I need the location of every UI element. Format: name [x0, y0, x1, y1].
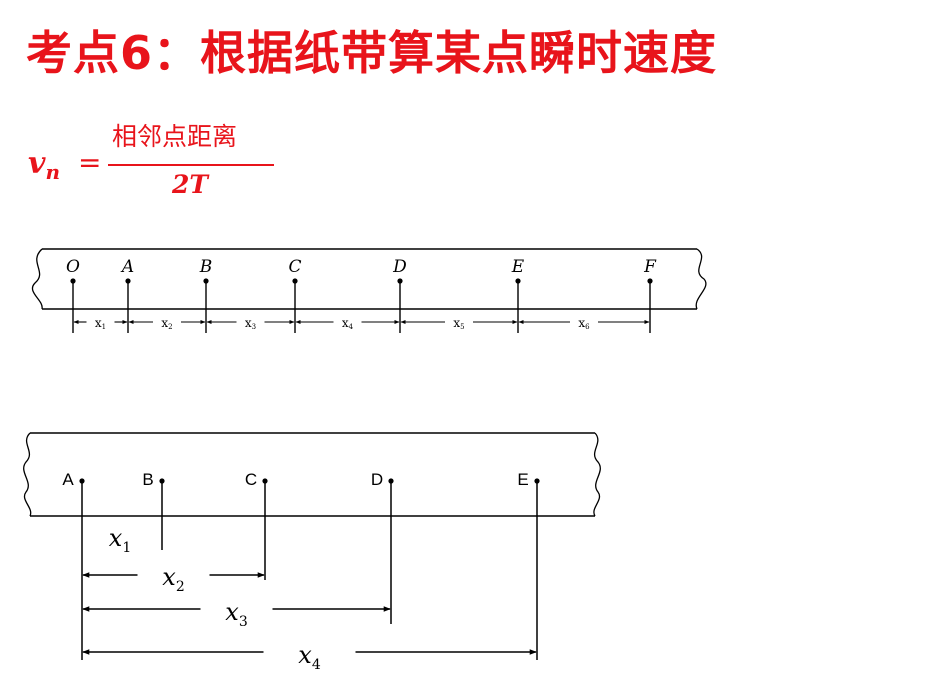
tape-one-seg-label-6: x6	[578, 316, 590, 331]
tape-two-distances: x1 x2 x3 x4	[81, 481, 538, 673]
tape-two-label-a: A	[62, 470, 74, 489]
tape-one-right-tear	[695, 248, 707, 310]
tape-one-seg-label-2: x2	[161, 316, 172, 331]
tape-one-label-d: D	[392, 257, 407, 277]
tape-two-dist-label-3: x3	[225, 598, 247, 630]
formula-numerator: 相邻点距离	[112, 122, 238, 151]
tape-one-label-b: B	[199, 257, 213, 277]
tape-two-dist-label-4: x4	[298, 641, 321, 673]
tape-one-label-a: A	[120, 257, 134, 277]
tape-two-label-d: D	[371, 470, 383, 489]
tape-two-label-b: B	[142, 470, 153, 489]
tape-one-label-f: F	[643, 257, 657, 277]
tape-one-seg-label-5: x5	[453, 316, 464, 331]
formula-velocity-symbol: v	[28, 146, 46, 181]
formula-lhs: vn	[28, 146, 60, 184]
tape-one-seg-label-4: x4	[342, 316, 354, 331]
tape-two-label-c: C	[245, 470, 257, 489]
tape-one-left-tear	[31, 248, 43, 310]
tape-one-label-c: C	[288, 257, 301, 277]
tape-one-segments: x1 x2 x3 x4 x5 x6	[73, 316, 650, 331]
tape-two: A B C D E x1 x2 x3 x4	[23, 432, 601, 673]
tape-two-right-tear	[593, 432, 601, 517]
tape-two-points: A B C D E	[62, 470, 540, 489]
tape-one: O A B C D E F x1 x2 x3 x4 x5 x6	[31, 248, 707, 333]
tape-two-dist-label-2: x2	[162, 563, 184, 595]
velocity-formula: vn = 相邻点距离 2T	[26, 120, 326, 200]
tape-two-left-tear	[23, 432, 32, 517]
tape-one-seg-label-3: x3	[245, 316, 256, 331]
tape-two-dist-label-1: x1	[109, 524, 131, 556]
formula-equals-sign: =	[78, 146, 102, 179]
page-title: 考点6：根据纸带算某点瞬时速度	[26, 26, 718, 80]
formula-denominator: 2T	[172, 170, 208, 199]
tape-one-label-o: O	[66, 257, 80, 277]
tape-one-label-e: E	[511, 257, 525, 277]
formula-fraction-bar	[108, 164, 274, 166]
tape-two-label-e: E	[517, 470, 528, 489]
formula-velocity-subscript: n	[45, 160, 60, 184]
tape-one-seg-label-1: x1	[95, 316, 106, 331]
